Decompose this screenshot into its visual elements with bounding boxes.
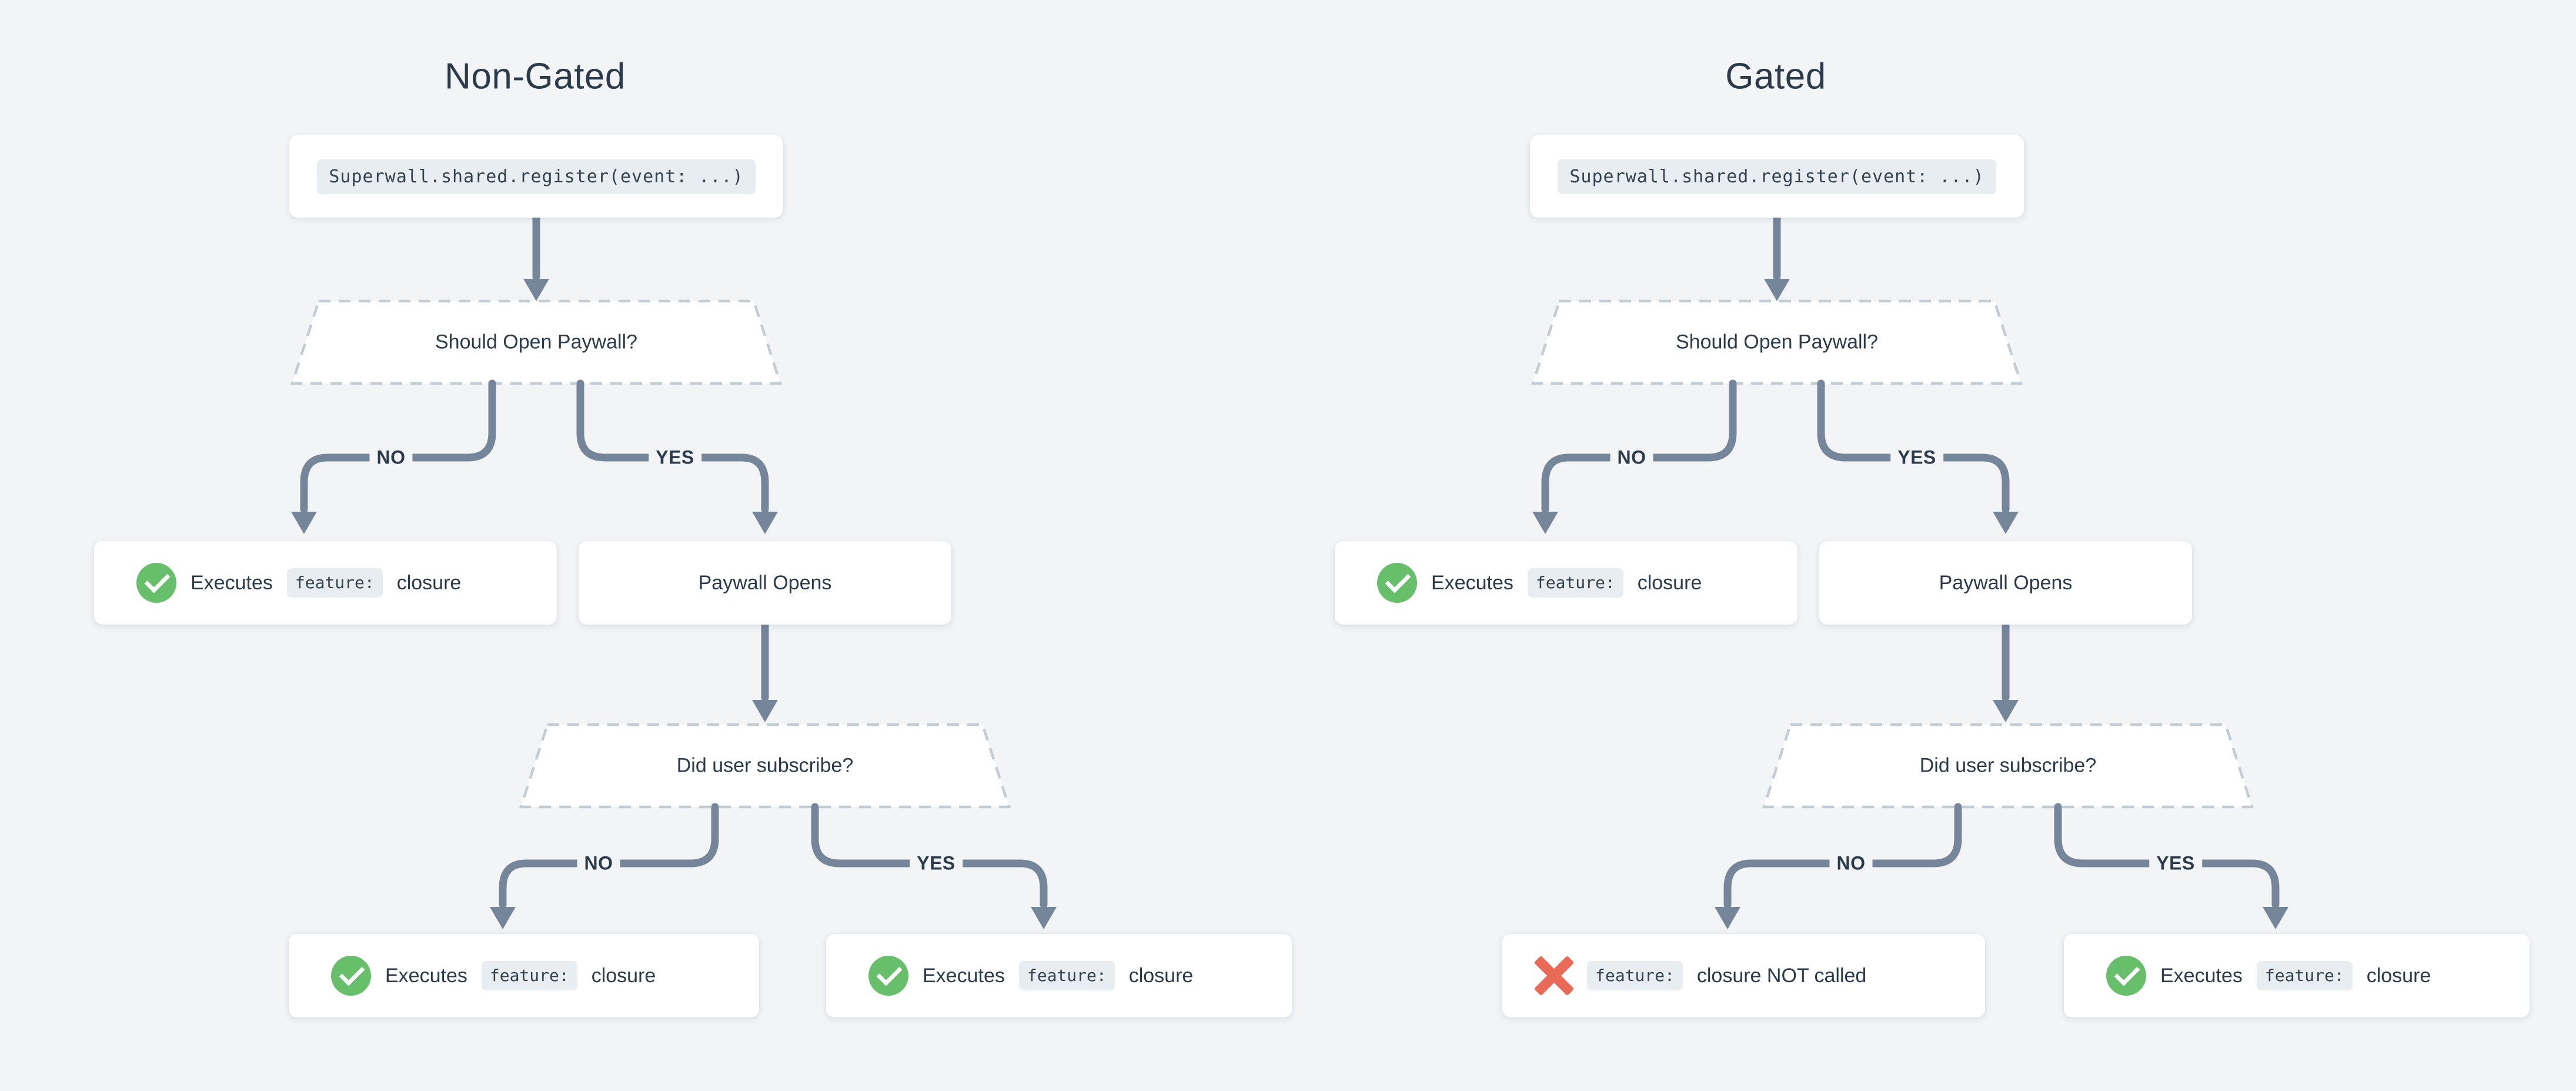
feature-code-chip: feature: — [1018, 961, 1115, 990]
executes-feature-closure-node: Executes feature: closure — [826, 934, 1292, 1017]
decision-did-user-subscribe-shape — [1762, 723, 2254, 809]
result-suffix: closure NOT called — [1696, 964, 1867, 987]
arrowhead — [1715, 907, 1740, 929]
arrowhead — [1031, 907, 1057, 929]
branch-yes-label: YES — [1890, 444, 1943, 471]
decision-should-open-paywall-label: Should Open Paywall? — [435, 331, 638, 353]
check-circle-icon — [2106, 956, 2146, 996]
register-event-node: Superwall.shared.register(event: ...) — [289, 135, 783, 218]
arrowhead — [752, 700, 778, 722]
executes-feature-closure-node: Executes feature: closure — [94, 541, 557, 625]
flow-title-gated: Gated — [1725, 56, 1826, 97]
feature-code-chip: feature: — [1587, 961, 1683, 990]
branch-yes-label: YES — [2149, 850, 2202, 877]
feature-code-chip: feature: — [286, 568, 383, 598]
decision-should-open-paywall-shape — [1531, 299, 2023, 385]
check-circle-icon — [1377, 563, 1417, 603]
arrowhead — [1993, 700, 2019, 722]
result-row: Executes feature: closure — [331, 956, 656, 996]
executes-feature-closure-node: Executes feature: closure — [2064, 934, 2530, 1017]
cross-mark-icon — [1535, 957, 1573, 995]
decision-did-user-subscribe-shape — [519, 723, 1011, 809]
branch-no-label: NO — [577, 850, 620, 877]
check-circle-icon — [868, 956, 908, 996]
result-suffix: closure — [2366, 964, 2431, 987]
feature-code-chip: feature: — [1527, 568, 1623, 598]
arrowhead — [291, 512, 317, 534]
executes-feature-closure-node: Executes feature: closure — [1335, 541, 1797, 625]
branch-no-label: NO — [1610, 444, 1653, 471]
register-code-snippet: Superwall.shared.register(event: ...) — [317, 159, 756, 194]
result-row: Executes feature: closure — [868, 956, 1193, 996]
result-row: feature: closure NOT called — [1535, 957, 1866, 995]
decision-did-user-subscribe-label: Did user subscribe? — [1919, 754, 2097, 777]
arrowhead — [1532, 512, 1558, 534]
paywall-opens-node: Paywall Opens — [579, 541, 951, 625]
arrowhead — [1764, 279, 1790, 301]
arrowhead — [752, 512, 778, 534]
arrowhead — [490, 907, 516, 929]
decision-should-open-paywall-shape — [290, 299, 783, 385]
result-prefix: Executes — [191, 571, 273, 594]
feature-closure-not-called-node: feature: closure NOT called — [1502, 934, 1985, 1017]
result-row: Executes feature: closure — [136, 563, 461, 603]
result-prefix: Executes — [923, 964, 1005, 987]
paywall-opens-label: Paywall Opens — [1939, 571, 2073, 594]
result-suffix: closure — [1128, 964, 1194, 987]
check-circle-icon — [331, 956, 371, 996]
branch-yes-label: YES — [910, 850, 963, 877]
result-prefix: Executes — [385, 964, 467, 987]
result-suffix: closure — [396, 571, 462, 594]
result-row: Executes feature: closure — [1377, 563, 1702, 603]
arrowhead — [2263, 907, 2288, 929]
decision-did-user-subscribe-label: Did user subscribe? — [676, 754, 854, 777]
branch-yes-label: YES — [649, 444, 701, 471]
paywall-opens-node: Paywall Opens — [1819, 541, 2192, 625]
branch-no-label: NO — [1829, 850, 1873, 877]
result-suffix: closure — [1637, 571, 1702, 594]
flow-title-non-gated: Non-Gated — [445, 56, 626, 97]
result-suffix: closure — [591, 964, 656, 987]
register-event-node: Superwall.shared.register(event: ...) — [1530, 135, 2024, 218]
result-row: Executes feature: closure — [2106, 956, 2431, 996]
arrowhead — [1993, 512, 2019, 534]
branch-no-label: NO — [369, 444, 413, 471]
result-prefix: Executes — [2160, 964, 2243, 987]
check-circle-icon — [136, 563, 176, 603]
paywall-opens-label: Paywall Opens — [698, 571, 832, 594]
register-code-snippet: Superwall.shared.register(event: ...) — [1558, 159, 1996, 194]
feature-code-chip: feature: — [481, 961, 577, 990]
arrowhead — [523, 279, 549, 301]
result-prefix: Executes — [1431, 571, 1513, 594]
feature-code-chip: feature: — [2256, 961, 2353, 990]
executes-feature-closure-node: Executes feature: closure — [289, 934, 759, 1017]
decision-should-open-paywall-label: Should Open Paywall? — [1675, 331, 1879, 353]
